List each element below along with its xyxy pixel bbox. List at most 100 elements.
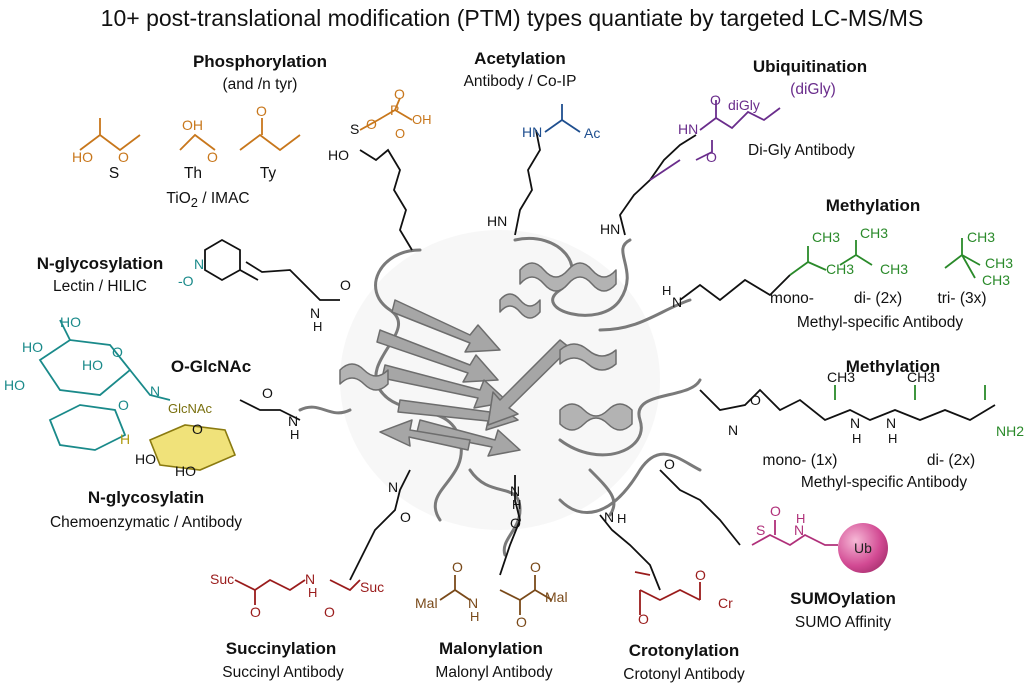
succ-atom-n2: N: [388, 479, 399, 495]
oglcnac-atom-o3: O: [192, 421, 203, 437]
methyl-r-atom-n2: N: [850, 415, 861, 431]
mal-atom-o4: O: [510, 515, 521, 531]
sumoylation-title: SUMOylation: [790, 589, 896, 608]
phospho-atom-o5: OH: [412, 112, 432, 127]
acetyl-atom-ac: Ac: [584, 125, 601, 141]
methylation-k-title: Methylation: [825, 196, 921, 215]
oglcnac-atom-ho1: HO: [60, 314, 81, 330]
oglcnac-sugar: [38, 319, 171, 451]
mal-atom-o3: O: [530, 559, 541, 575]
mal-atom-n2: N: [510, 483, 521, 499]
methyl-atom-n: N: [672, 294, 683, 310]
nglyco-atom-n: N: [194, 256, 205, 272]
ubiquitin-sphere: Ub: [838, 523, 888, 573]
figure-title: 10+ post-translational modification (PTM…: [100, 5, 924, 31]
phosphorylation-title: Phosphorylation: [192, 52, 328, 71]
succinyl-bonds: [234, 578, 361, 605]
sumoylation-method: SUMO Affinity: [794, 614, 892, 631]
crotonylation-method: Crotonyl Antibody: [623, 666, 745, 683]
lysine-linkers: [239, 129, 996, 591]
succ-atom-n: N: [305, 571, 316, 587]
oglcnac-title: O-GlcNAc: [170, 357, 252, 376]
methylation-k-state-tri: tri- (3x): [937, 290, 987, 307]
oglcnac-atom-n2: N: [288, 413, 299, 429]
mal-atom-n: N: [468, 595, 479, 611]
acetyl-bonds: [544, 104, 581, 133]
methyl-bonds: [789, 238, 986, 400]
nglyco-atom-o: -O: [178, 273, 194, 289]
oglcnac-atom-ho4: HO: [82, 357, 103, 373]
sumo-atom-o: O: [664, 456, 675, 472]
glcnac-ring: [148, 424, 237, 471]
methylation-k-state-di: di- (2x): [853, 290, 903, 307]
nglyco-atom-h: H: [313, 319, 323, 334]
methyl-atom-ch3-1: CH3: [812, 229, 841, 245]
mal-atom-o2: O: [516, 614, 527, 630]
nglycosylatin-method: Chemoenzymatic / Antibody: [49, 514, 243, 531]
sumo-atom-o2: O: [770, 503, 781, 519]
mal-atom-h2: H: [512, 497, 522, 512]
methyl-r-atom-n3: N: [886, 415, 897, 431]
phospho-atom-o6: O: [395, 126, 406, 141]
oglcnac-atom-ho3: HO: [4, 377, 25, 393]
nglycosylation-title: N-glycosylation: [36, 254, 164, 273]
methyl-atom-ch3-5: CH3: [967, 229, 996, 245]
oglcnac-atom-o2: O: [118, 397, 129, 413]
phospho-atom-o2: O: [207, 149, 218, 165]
phospho-bonds: [79, 97, 413, 152]
sumo-atom-n: N: [794, 522, 805, 538]
residue-threonine: Th: [183, 165, 203, 182]
crot-atom-cr: Cr: [718, 595, 733, 611]
methyl-r-atom-ch3-2: CH3: [907, 369, 936, 385]
succ-atom-suc1: Suc: [210, 571, 235, 587]
succinylation-title: Succinylation: [225, 639, 337, 658]
nglycosylation-method: Lectin / HILIC: [53, 278, 147, 295]
oglcnac-atom-h: H: [120, 431, 131, 447]
ubiquitination-title: Ubiquitination: [752, 57, 868, 76]
crotonyl-bonds: [634, 571, 701, 615]
nglycosylatin-title: N-glycosylatin: [87, 488, 205, 507]
methyl-atom-ch3-4: CH3: [880, 261, 909, 277]
mal-atom-h: H: [470, 609, 480, 624]
succ-atom-o3: O: [400, 509, 411, 525]
phospho-atom-o3: O: [256, 103, 267, 119]
phospho-atom-oh: OH: [182, 117, 203, 133]
methyl-atom-ch3-2: CH3: [826, 261, 855, 277]
malonylation-title: Malonylation: [439, 639, 543, 658]
methyl-r-atom-h: H: [852, 431, 862, 446]
oglcnac-atom-o4: O: [262, 385, 273, 401]
acetyl-atom-hn2: HN: [487, 213, 508, 229]
methylation-k-method: Methyl-specific Antibody: [796, 314, 964, 331]
residue-serine: S: [108, 165, 120, 182]
oglcnac-atom-ho5: HO: [135, 451, 156, 467]
methyl-atom-ch3-7: CH3: [982, 272, 1011, 288]
residue-tyrosine: Ty: [259, 165, 277, 182]
mal-atom-mal1: Mal: [415, 595, 438, 611]
methyl-r-atom-nh2: NH2: [996, 423, 1024, 439]
phospho-atom-ho2: HO: [328, 147, 349, 163]
methyl-atom-ch3-6: CH3: [985, 255, 1014, 271]
oglcnac-atom-h2: H: [290, 427, 300, 442]
methylation-r-title: Methylation: [845, 357, 941, 376]
oglcnac-atom-n: N: [150, 383, 161, 399]
succinylation-method: Succinyl Antibody: [222, 664, 344, 681]
ubiquitination-note: (diGly): [790, 81, 836, 98]
mal-atom-o1: O: [452, 559, 463, 575]
nglyco-atom-n2: N: [310, 305, 321, 321]
crot-atom-h: H: [617, 511, 627, 526]
crot-atom-o1: O: [638, 611, 649, 627]
diGly-bonds: [649, 100, 781, 181]
phospho-atom-p: P: [390, 102, 400, 118]
ubiq-atom-hn2: HN: [600, 221, 621, 237]
sumo-bonds: [751, 520, 838, 547]
methylation-r-method: Methyl-specific Antibody: [800, 474, 968, 491]
phospho-atom-o4: O: [366, 116, 377, 132]
methyl-atom-ch3-3: CH3: [860, 225, 889, 241]
oglcnac-atom-ho6: HO: [175, 463, 196, 479]
sumo-atom-h: H: [796, 511, 806, 526]
methylation-k-state-mono: mono-: [770, 290, 814, 307]
oglcnac-atom-o1: O: [112, 344, 123, 360]
pyridine-ring: [204, 238, 259, 282]
crotonylation-title: Crotonylation: [628, 641, 740, 660]
